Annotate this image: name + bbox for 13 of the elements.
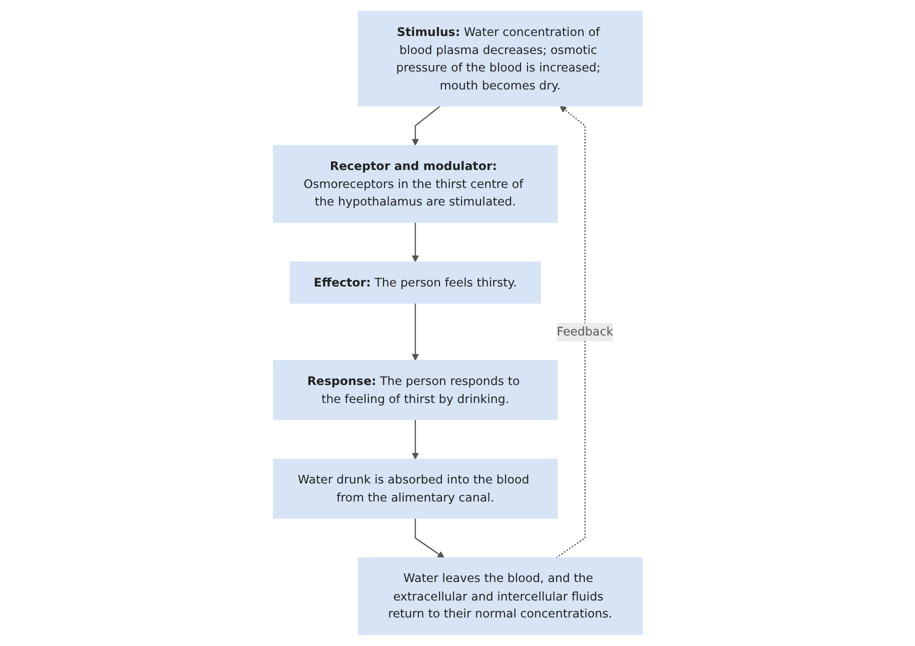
node-box: Water leaves the blood, and the extracellular and intercellular fluids return to their normal concentrations. (357, 557, 642, 636)
arrow (412, 303, 419, 361)
node-box: Receptor and modulator: Osmoreceptors in the thirst centre of the hypothalamus are stimulated. (272, 145, 558, 223)
edge-label: Feedback (556, 324, 613, 339)
arrow (414, 518, 444, 558)
arrow (412, 106, 440, 146)
node-box: Stimulus: Water concentration of blood plasma decreases; osmotic pressure of the blood is increased; mouth becomes dry. (357, 10, 642, 106)
node-box: Effector: The person feels thirsty. (289, 261, 541, 304)
node-box: Response: The person responds to the feeling of thirst by drinking. (272, 360, 558, 420)
node-box: Water drunk is absorbed into the blood from the alimentary canal. (272, 458, 558, 519)
arrow (412, 222, 419, 262)
arrow (412, 420, 419, 460)
arrow (556, 106, 586, 558)
